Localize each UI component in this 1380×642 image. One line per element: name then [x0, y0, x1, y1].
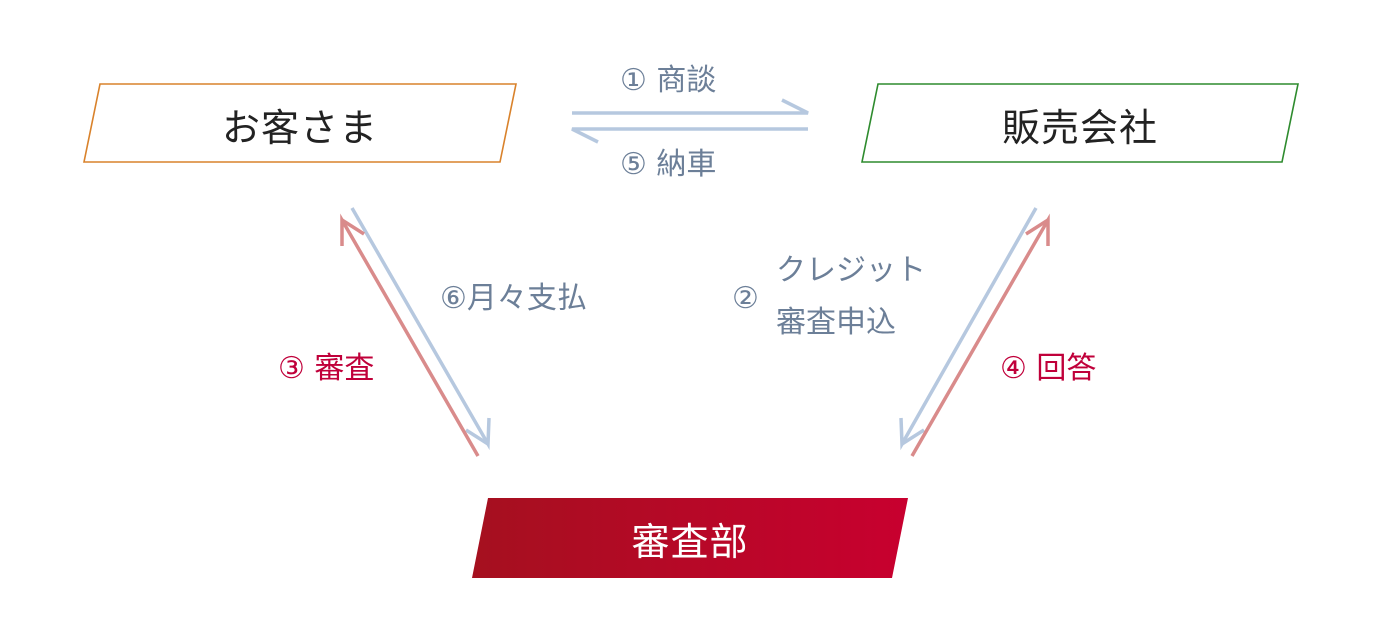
arrow-credit-application	[899, 207, 1038, 451]
step-5-delivery-label: ⑤ 納車	[620, 147, 717, 182]
step-4-answer-label: ④ 回答	[1000, 351, 1097, 386]
arrow-answer	[910, 213, 1050, 457]
review-dept-box	[472, 498, 908, 578]
dealer-label: 販売会社	[1001, 105, 1158, 150]
arrow-screening	[340, 213, 480, 457]
arrow-monthly-payment	[350, 207, 491, 451]
dealer-box	[861, 83, 1299, 163]
arrow-negotiation	[572, 98, 809, 115]
step-1-negotiation-label: ① 商談	[620, 63, 717, 98]
customer-label: お客さま	[221, 105, 378, 150]
arrow-delivery	[571, 127, 808, 144]
review-dept-label: 審査部	[631, 519, 749, 564]
step-6-monthly-payment-label: ⑥月々支払	[440, 281, 587, 316]
step-2-credit-label: クレジット	[776, 253, 926, 288]
step-2-application-label: 審査申込	[776, 305, 896, 340]
customer-box	[83, 83, 517, 163]
step-3-screening-label: ③ 審査	[278, 351, 375, 386]
step-2-number: ②	[732, 281, 759, 316]
